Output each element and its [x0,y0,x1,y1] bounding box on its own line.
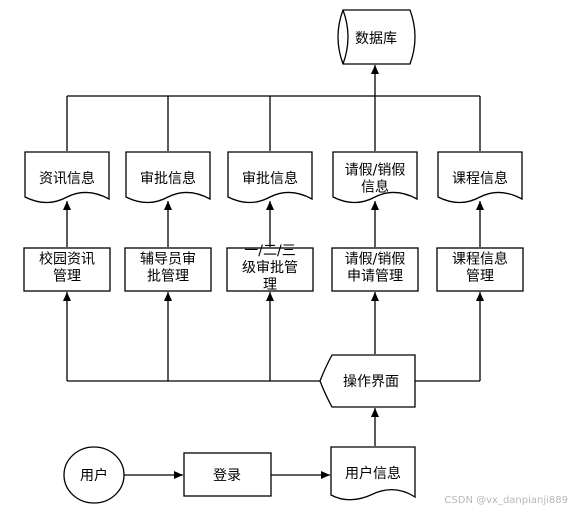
module-label-line: 级审批管 [242,260,298,276]
document-node: 资讯信息 [24,151,110,204]
document-label-line: 审批信息 [140,170,196,187]
database-bus [66,65,481,151]
document-label-line: 信息 [361,179,389,196]
document-label-line: 请假/销假 [345,163,406,179]
module-label-line: 一/二/三 [244,243,295,259]
document-label-line: 审批信息 [242,170,298,187]
watermark: CSDN @vx_danpianji889 [444,495,568,506]
user-info-node: 用户信息 [330,446,416,501]
operation-interface-label: 操作界面 [343,374,399,390]
document-label-line: 课程信息 [452,170,508,187]
database-label: 数据库 [355,31,397,47]
module-label-line: 校园资讯 [39,251,95,268]
user-info-label: 用户信息 [345,465,401,482]
module-label-line: 管理 [53,269,81,285]
module-label-line: 理 [263,277,277,293]
module-label-line: 批管理 [147,269,189,285]
module-label-line: 请假/销假 [345,252,406,268]
module-label-line: 辅导员审 [140,252,196,268]
document-node: 课程信息 [437,151,523,204]
module-label-line: 申请管理 [347,269,403,285]
user-node: 用户 [63,446,125,504]
user-label: 用户 [80,467,108,484]
document-node: 审批信息 [125,151,211,204]
operation-interface-node: 操作界面 [319,354,416,408]
module-label-line: 课程信息 [452,251,508,268]
login-label: 登录 [213,468,241,484]
database-node: 数据库 [337,9,416,65]
login-node: 登录 [183,452,272,497]
document-label-line: 资讯信息 [39,170,95,187]
module-label-line: 管理 [466,269,494,285]
document-node: 审批信息 [227,151,313,204]
interface-bus [63,292,484,382]
